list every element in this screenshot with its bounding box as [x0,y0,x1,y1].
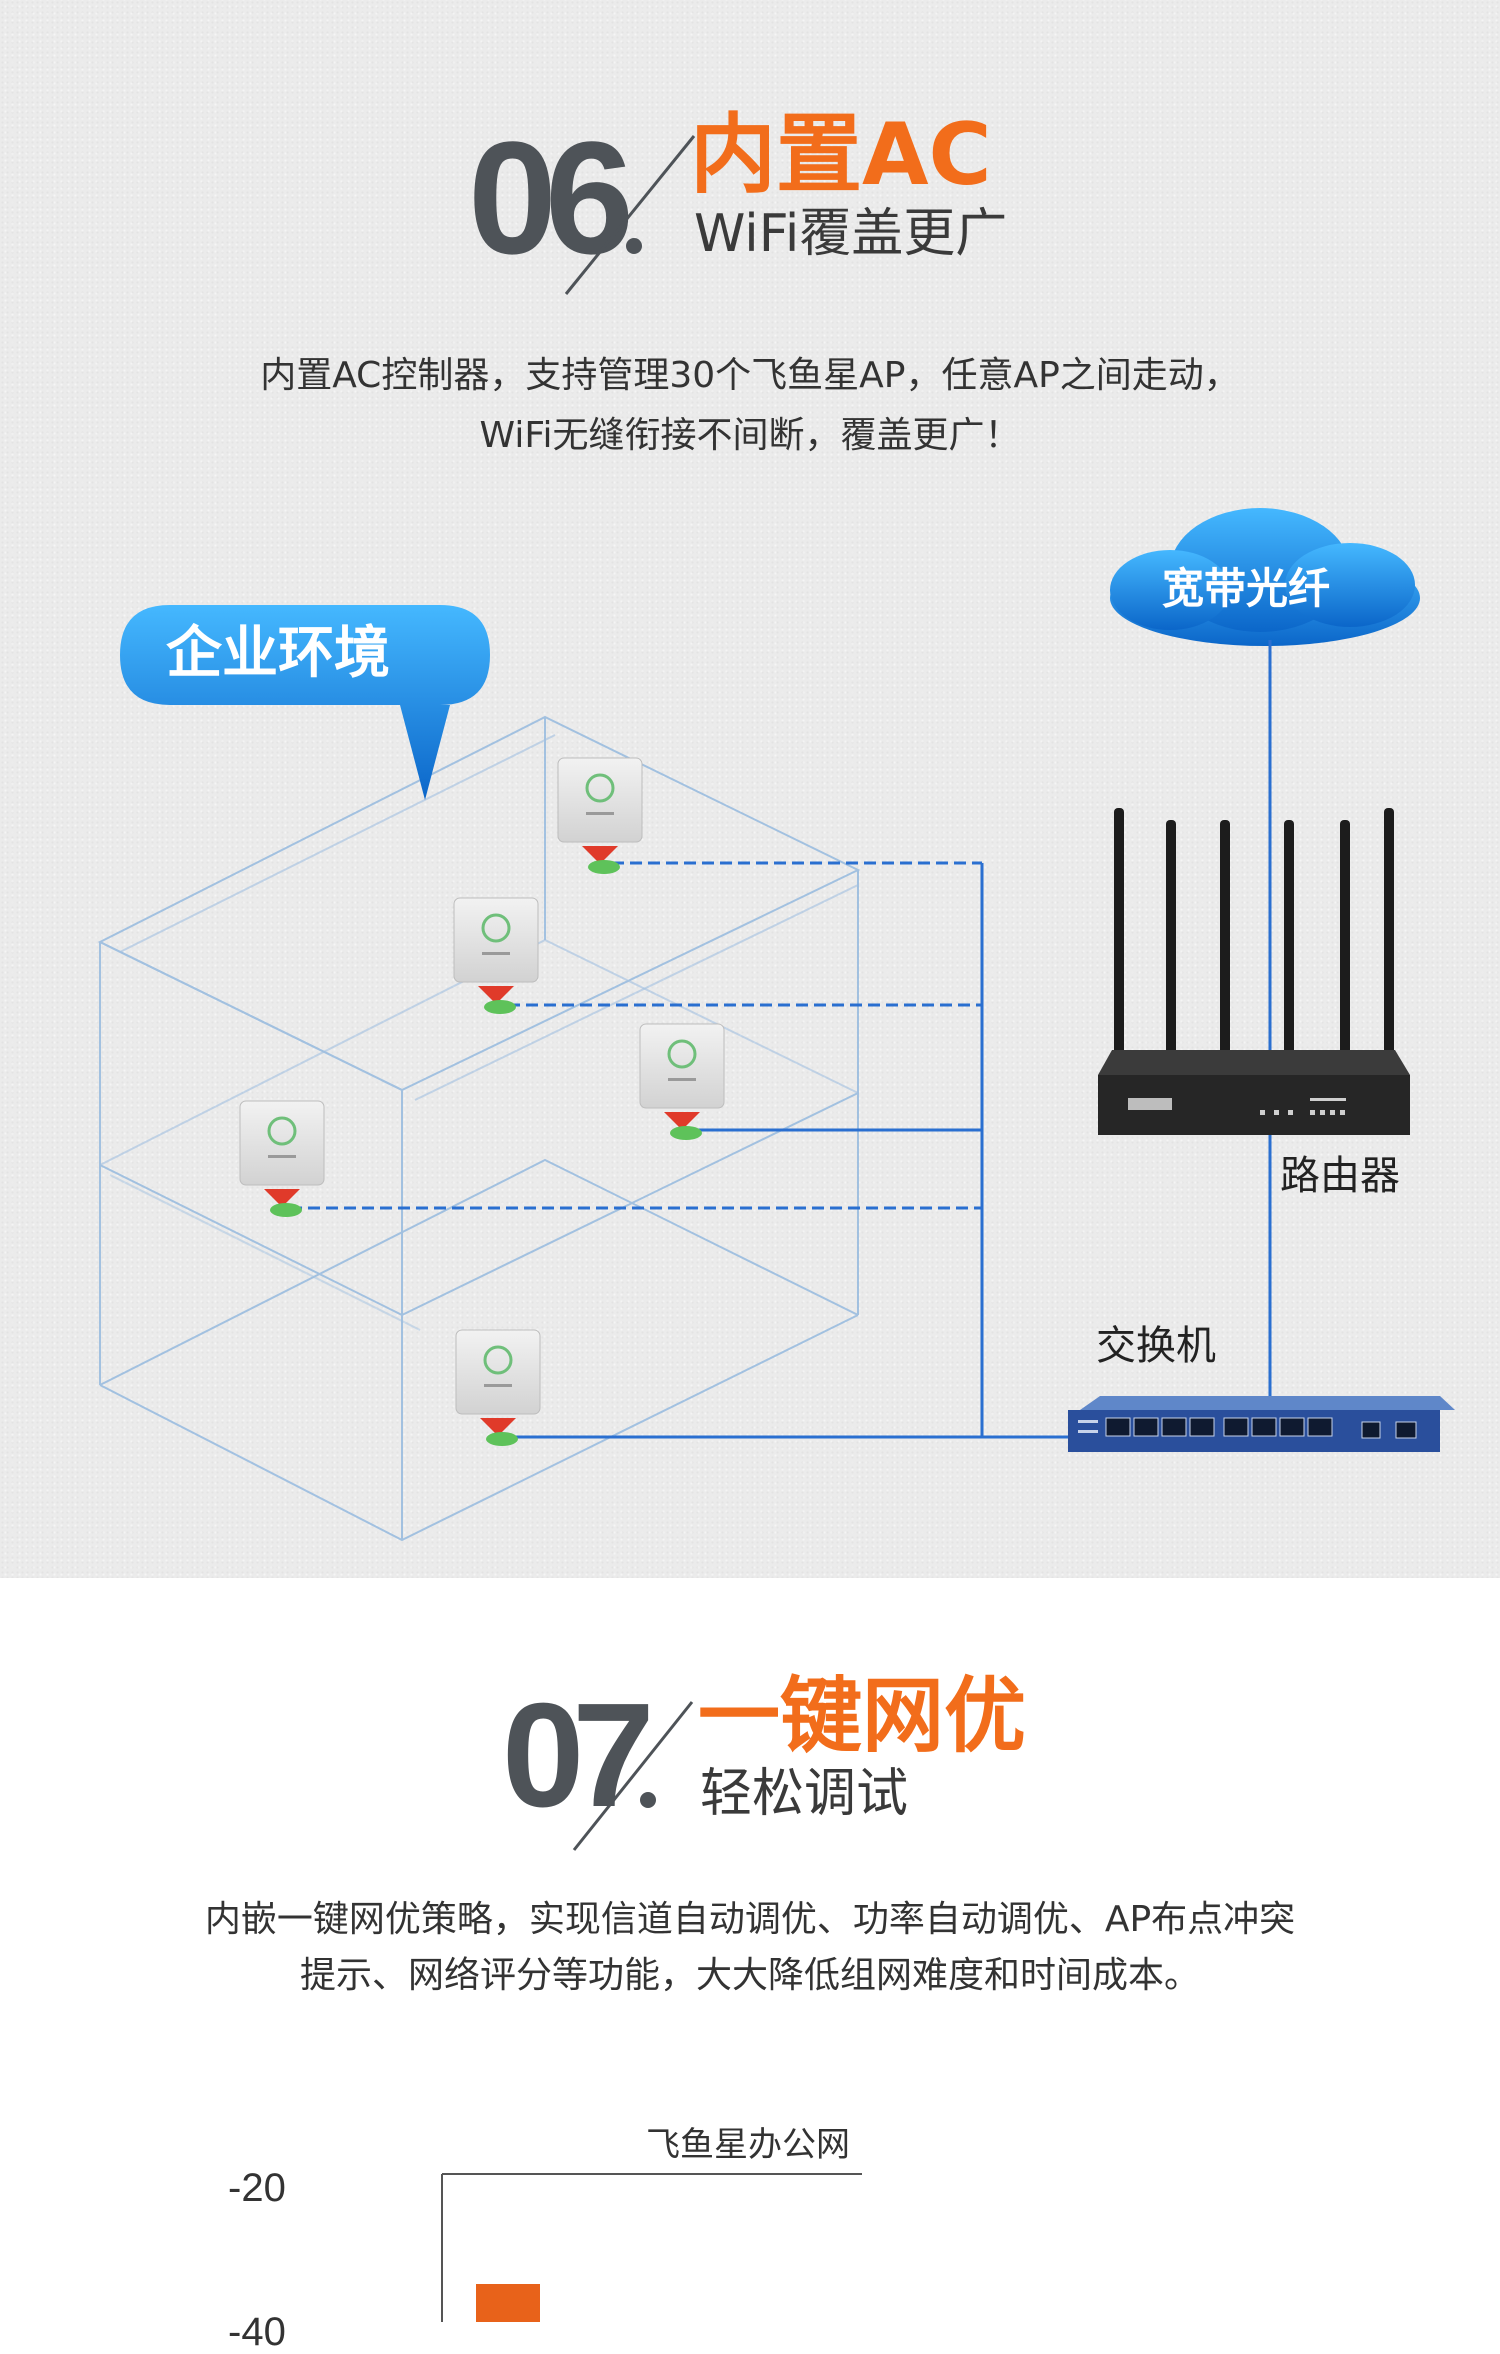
section-title: 一键网优 [698,1669,1027,1764]
section-number: 06 [468,108,634,287]
chart-bar [476,2284,540,2322]
switch-device [1068,1396,1455,1452]
section-description-line1: 内置AC控制器，支持管理30个飞鱼星AP，任意AP之间走动， [260,355,1240,396]
y-tick-label: -20 [228,2166,286,2210]
access-point-2 [453,897,539,1014]
section-one-click-optimization: 07 一键网优 轻松调试 内嵌一键网优策略，实现信道自动调优、功率自动调优、AP… [0,1578,1500,2352]
section-title: 内置AC [690,105,992,205]
slash-divider [564,135,696,295]
section-built-in-ac: 06 内置AC WiFi覆盖更广 内置AC控制器，支持管理30个飞鱼星AP，任意… [0,0,1500,1578]
dot-mark [640,1792,656,1808]
section-subtitle: WiFi覆盖更广 [694,204,1008,264]
section-description-line2: 提示、网络评分等功能，大大降低组网难度和时间成本。 [299,1955,1200,1996]
section-subtitle: 轻松调试 [700,1764,909,1824]
fiber-label: 宽带光纤 [1162,564,1331,613]
slash-divider [572,1701,694,1851]
section-number: 07 [502,1673,655,1838]
access-point-5 [455,1329,541,1446]
chart-title: 飞鱼星办公网 [646,2125,850,2165]
connection-lines [290,640,1272,1439]
network-diagram [97,508,1455,1542]
chart-plot [441,2173,862,2322]
enterprise-label: 企业环境 [166,621,390,686]
chart: 飞鱼星办公网 -20 -40 [0,2098,1500,2352]
enterprise-bubble [120,605,490,800]
switch-label: 交换机 [1096,1323,1216,1369]
router-label: 路由器 [1280,1153,1400,1199]
router-device [1098,808,1410,1135]
access-point-3 [639,1023,725,1140]
access-point-4 [239,1100,325,1217]
access-point-1 [557,757,643,874]
building-wireframe [97,715,861,1542]
section-description-line2: WiFi无缝衔接不间断，覆盖更广！ [479,415,1021,456]
dot-mark [626,238,642,254]
section-description-line1: 内嵌一键网优策略，实现信道自动调优、功率自动调优、AP布点冲突 [204,1899,1296,1940]
fiber-cloud [1110,508,1420,646]
